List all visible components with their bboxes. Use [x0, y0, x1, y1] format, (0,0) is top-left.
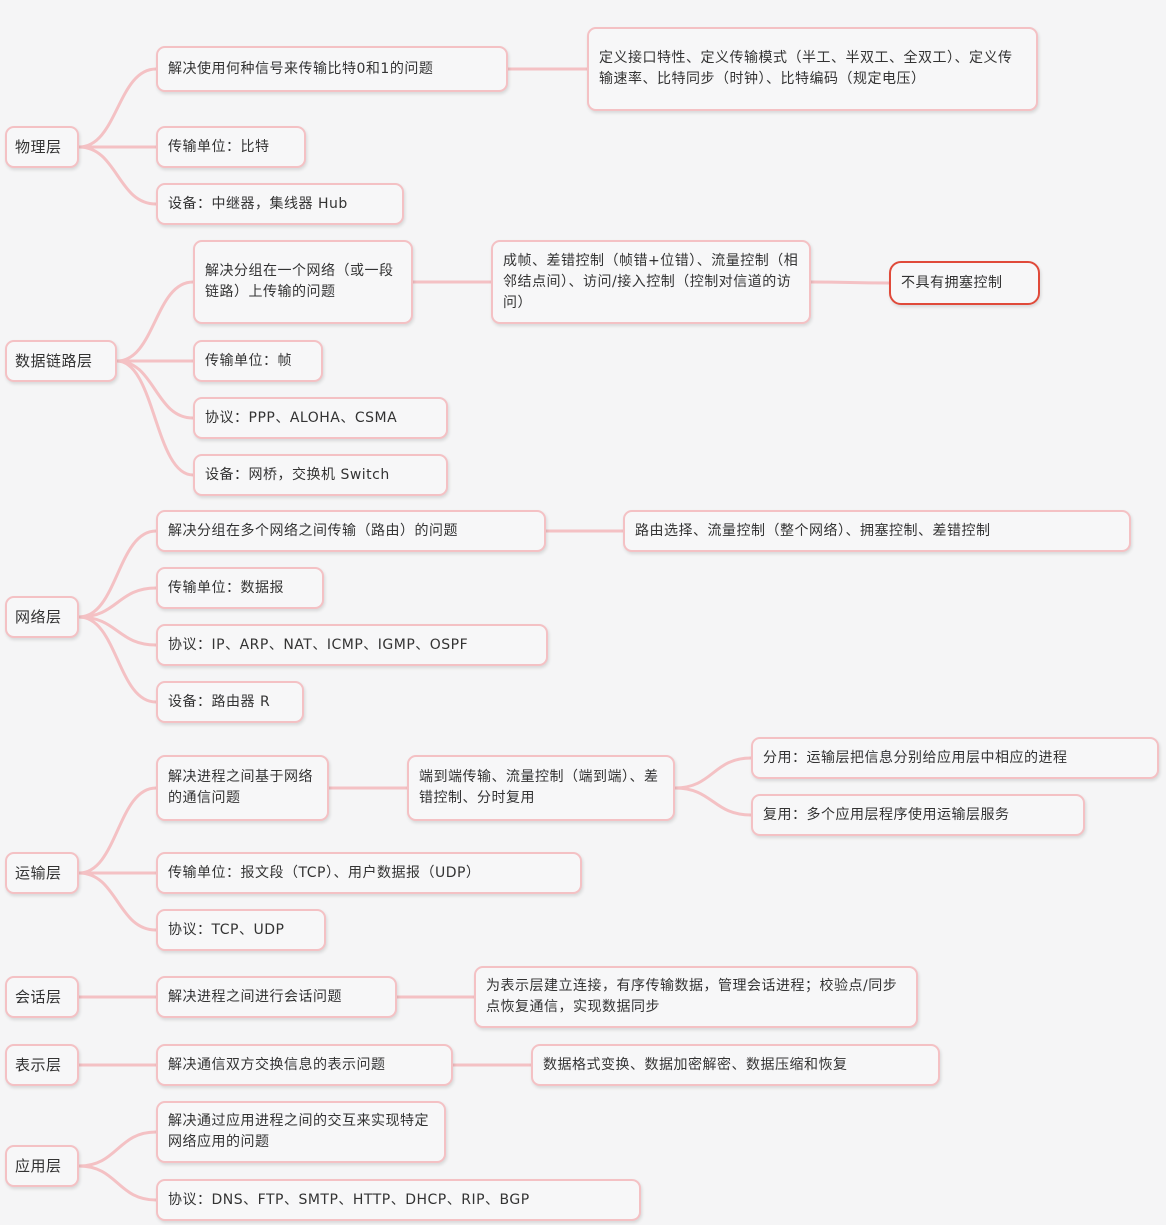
layer-presentation: 表示层 — [5, 1044, 79, 1086]
network-functions: 路由选择、流量控制（整个网络）、拥塞控制、差错控制 — [623, 510, 1131, 552]
session-problem: 解决进程之间进行会话问题 — [156, 976, 397, 1018]
datalink-no-congestion-control: 不具有拥塞控制 — [889, 261, 1040, 305]
connector-layer-network-to-network-unit — [77, 586, 158, 619]
application-protocols: 协议：DNS、FTP、SMTP、HTTP、DHCP、RIP、BGP — [156, 1179, 641, 1221]
datalink-protocols: 协议：PPP、ALOHA、CSMA — [193, 397, 448, 439]
layer-physical: 物理层 — [5, 126, 79, 168]
connector-layer-application-to-application-problem — [77, 1130, 158, 1168]
transport-multiplexing: 复用：多个应用层程序使用运输层服务 — [751, 794, 1085, 836]
datalink-problem: 解决分组在一个网络（或一段链路）上传输的问题 — [193, 240, 413, 324]
layer-transport: 运输层 — [5, 852, 79, 894]
connector-datalink-functions-to-datalink-no-congestion-control — [809, 280, 891, 285]
layer-network: 网络层 — [5, 596, 79, 638]
datalink-device: 设备：网桥，交换机 Switch — [193, 454, 448, 496]
presentation-functions: 数据格式变换、数据加密解密、数据压缩和恢复 — [531, 1044, 940, 1086]
connector-layer-datalink-to-datalink-problem — [115, 280, 195, 363]
physical-device: 设备：中继器，集线器 Hub — [156, 183, 404, 225]
transport-problem: 解决进程之间基于网络的通信问题 — [156, 755, 329, 821]
connector-layer-physical-to-physical-device — [77, 145, 158, 206]
connector-transport-functions-to-transport-multiplexing — [673, 786, 753, 817]
connector-layer-transport-to-transport-protocols — [77, 871, 158, 932]
connector-layer-datalink-to-datalink-protocols — [115, 359, 195, 420]
application-problem: 解决通过应用进程之间的交互来实现特定网络应用的问题 — [156, 1101, 446, 1163]
transport-protocols: 协议：TCP、UDP — [156, 909, 326, 951]
connector-transport-functions-to-transport-demultiplexing — [673, 756, 753, 790]
network-problem: 解决分组在多个网络之间传输（路由）的问题 — [156, 510, 546, 552]
transport-functions: 端到端传输、流量控制（端到端）、差错控制、分时复用 — [407, 755, 675, 821]
layer-application: 应用层 — [5, 1145, 79, 1187]
presentation-problem: 解决通信双方交换信息的表示问题 — [156, 1044, 453, 1086]
connector-layer-network-to-network-protocols — [77, 615, 158, 647]
physical-unit: 传输单位：比特 — [156, 126, 306, 168]
connector-layer-physical-to-physical-problem — [77, 67, 158, 149]
connector-layer-network-to-network-device — [77, 615, 158, 704]
datalink-unit: 传输单位：帧 — [193, 340, 323, 382]
network-protocols: 协议：IP、ARP、NAT、ICMP、IGMP、OSPF — [156, 624, 548, 666]
physical-problem: 解决使用何种信号来传输比特0和1的问题 — [156, 46, 508, 92]
connector-layer-datalink-to-datalink-device — [115, 359, 195, 477]
connector-layer-application-to-application-protocols — [77, 1164, 158, 1202]
physical-functions: 定义接口特性、定义传输模式（半工、半双工、全双工）、定义传输速率、比特同步（时钟… — [587, 27, 1038, 111]
network-unit: 传输单位：数据报 — [156, 567, 324, 609]
connector-layer-network-to-network-problem — [77, 529, 158, 619]
session-functions: 为表示层建立连接，有序传输数据，管理会话进程；校验点/同步点恢复通信，实现数据同… — [474, 966, 918, 1028]
layer-datalink: 数据链路层 — [5, 340, 117, 382]
transport-unit: 传输单位：报文段（TCP）、用户数据报（UDP） — [156, 852, 582, 894]
transport-demultiplexing: 分用：运输层把信息分别给应用层中相应的进程 — [751, 737, 1159, 779]
layer-session: 会话层 — [5, 976, 79, 1018]
connector-layer-transport-to-transport-problem — [77, 786, 158, 875]
network-device: 设备：路由器 R — [156, 681, 304, 723]
datalink-functions: 成帧、差错控制（帧错+位错）、流量控制（相邻结点间）、访问/接入控制（控制对信道… — [491, 240, 811, 324]
